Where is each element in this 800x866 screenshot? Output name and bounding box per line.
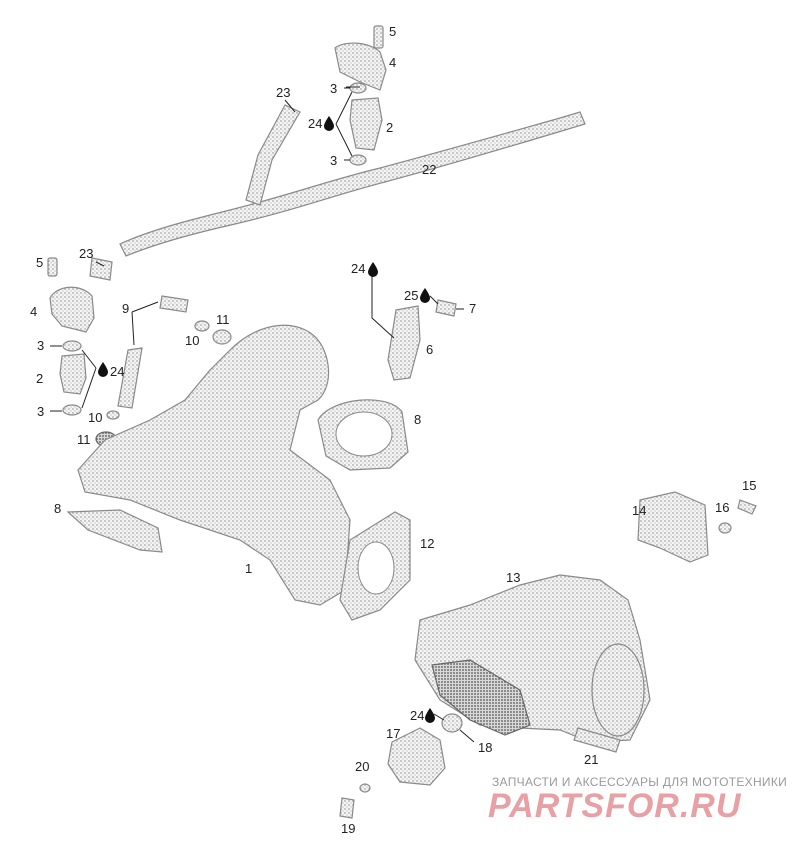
bolt-21 — [573, 727, 621, 753]
leader-23b — [95, 261, 105, 267]
callout-12: 12 — [420, 536, 434, 551]
callout-24-bracket: 24 — [351, 261, 365, 276]
leader-25 — [429, 295, 439, 305]
callout-10-top: 10 — [185, 333, 199, 348]
bolt-19 — [339, 797, 355, 819]
oil-drop-icon — [425, 708, 435, 723]
intake-manifold — [77, 324, 351, 606]
leader-23a — [284, 99, 296, 113]
callout-9: 9 — [122, 301, 129, 316]
seal-ring-top-b — [349, 154, 367, 166]
callout-10-left: 10 — [88, 410, 102, 425]
callout-23-top: 23 — [276, 85, 290, 100]
bolt-top — [373, 25, 384, 49]
hose-fitting-9b — [117, 347, 143, 409]
callout-24-top: 24 — [308, 116, 322, 131]
leader-24d — [433, 713, 445, 721]
oil-drop-icon — [420, 288, 430, 303]
seal-ring-left-b — [62, 404, 82, 416]
callout-8-left: 8 — [54, 501, 61, 516]
callout-3-top-b: 3 — [330, 153, 337, 168]
leader-9 — [131, 301, 159, 346]
oil-drop-icon — [324, 116, 334, 131]
hose-fitting-9a — [159, 295, 189, 313]
hose-branch-left — [89, 257, 113, 281]
screw-15 — [737, 499, 757, 515]
callout-16: 16 — [715, 500, 729, 515]
bolt-7 — [435, 299, 457, 317]
sensor-bracket — [387, 305, 421, 381]
callout-14: 14 — [632, 503, 646, 518]
callout-13: 13 — [506, 570, 520, 585]
seal-ring-top-a — [349, 82, 367, 94]
leader-18 — [459, 729, 475, 743]
actuator-17 — [387, 727, 446, 786]
callout-2-top: 2 — [386, 120, 393, 135]
callout-15: 15 — [742, 478, 756, 493]
callout-3-top-a: 3 — [330, 81, 337, 96]
hose-branch-upper — [245, 104, 301, 206]
leader-24a — [335, 91, 353, 157]
callout-1: 1 — [245, 561, 252, 576]
leader-24b — [81, 349, 97, 409]
callout-25: 25 — [404, 288, 418, 303]
callout-5-top: 5 — [389, 24, 396, 39]
gasket-right-opening — [335, 411, 393, 457]
washer-16 — [718, 522, 732, 534]
throttle-plate-dark — [431, 659, 531, 736]
throttle-gasket-opening — [357, 541, 395, 595]
thermostat-housing-top — [334, 42, 387, 91]
coolant-hose-upper — [119, 111, 586, 257]
oil-drop-icon — [368, 262, 378, 277]
washer-20 — [359, 783, 371, 793]
oring-18 — [441, 713, 463, 733]
sensor-14 — [637, 491, 709, 563]
callout-3-left-b: 3 — [37, 404, 44, 419]
callout-18: 18 — [478, 740, 492, 755]
callout-11-left: 11 — [77, 432, 91, 447]
bolt-left — [47, 257, 58, 277]
watermark-brand: PARTSFOR.RU — [488, 787, 742, 825]
callout-22: 22 — [422, 162, 436, 177]
callout-5-left: 5 — [36, 255, 43, 270]
seal-ring-left-a — [62, 340, 82, 352]
thermostat-housing-left — [49, 286, 95, 333]
washer-10a — [194, 320, 210, 332]
callout-20: 20 — [355, 759, 369, 774]
callout-7: 7 — [469, 301, 476, 316]
callout-24-left: 24 — [110, 364, 124, 379]
thermostat-left — [59, 353, 87, 395]
callout-17: 17 — [386, 726, 400, 741]
washer-10b — [106, 410, 120, 420]
thermostat-top — [349, 97, 383, 151]
callout-2-left: 2 — [36, 371, 43, 386]
manifold-gasket-left — [66, 509, 163, 553]
oil-drop-icon — [98, 362, 108, 377]
callout-3-left-a: 3 — [37, 338, 44, 353]
watermark-subtitle: ЗАПЧАСТИ И АКСЕССУАРЫ ДЛЯ МОТОТЕХНИКИ — [492, 775, 787, 789]
callout-23-left: 23 — [79, 246, 93, 261]
callout-19: 19 — [341, 821, 355, 836]
throttle-bore — [591, 643, 645, 737]
callout-4-top: 4 — [389, 55, 396, 70]
callout-11-top: 11 — [216, 312, 230, 327]
leader-24c — [371, 276, 395, 339]
callout-6: 6 — [426, 342, 433, 357]
callout-24-bottom: 24 — [410, 708, 424, 723]
callout-8-right: 8 — [414, 412, 421, 427]
plug-11a — [212, 329, 232, 345]
callout-21: 21 — [584, 752, 598, 767]
callout-4-left: 4 — [30, 304, 37, 319]
